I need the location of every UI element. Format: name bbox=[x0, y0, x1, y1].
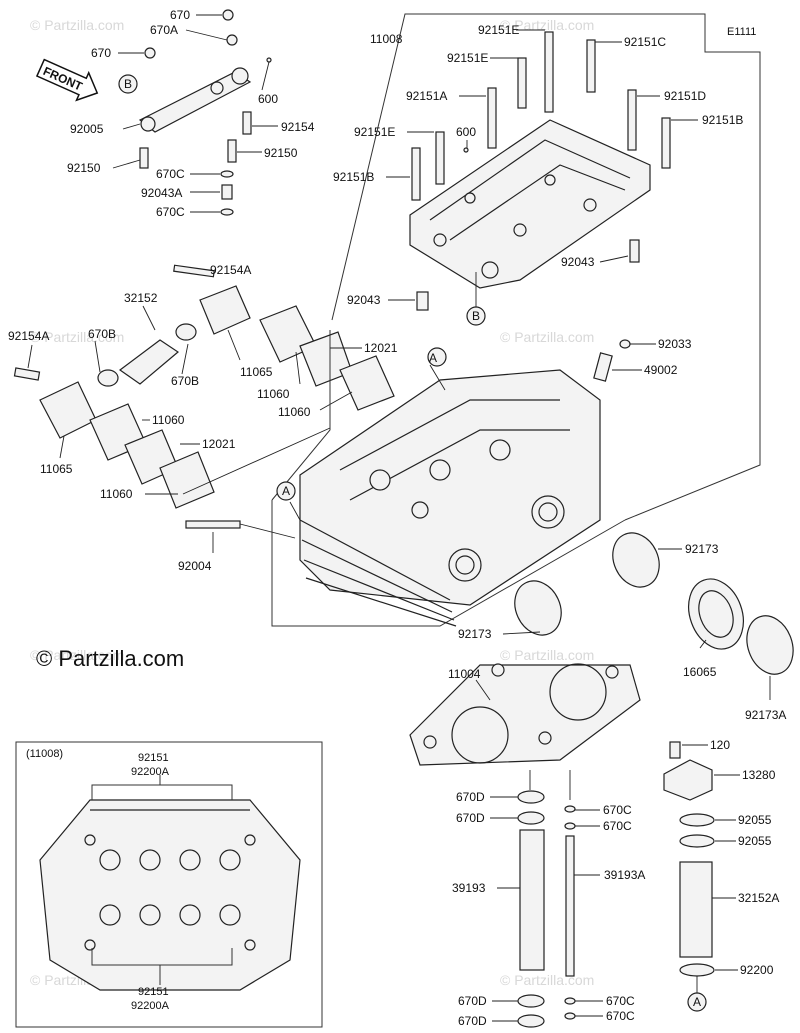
part-label: 11065 bbox=[40, 462, 73, 476]
watermark: © Partzilla.com bbox=[500, 329, 594, 345]
part-label: 92033 bbox=[658, 337, 692, 351]
part-label: 92055 bbox=[738, 813, 772, 827]
part-label: 670D bbox=[458, 1014, 487, 1028]
callout-letter: A bbox=[429, 351, 437, 365]
part-label: 32152A bbox=[738, 891, 779, 905]
callout-letter: B bbox=[124, 77, 132, 91]
part-label: 92005 bbox=[70, 122, 104, 136]
part-label: 92154A bbox=[8, 329, 49, 343]
part-label: 32152 bbox=[124, 291, 158, 305]
inset-panel: (11008) 92151 92200A 92151 92200A bbox=[15, 741, 323, 1028]
part-label: 92200 bbox=[740, 963, 774, 977]
clamps-assembly bbox=[502, 532, 794, 700]
watermark: © Partzilla.com bbox=[500, 17, 594, 33]
oil-pipe-assembly bbox=[112, 9, 278, 216]
inset-label: 92200A bbox=[131, 1000, 170, 1012]
part-label: 92043A bbox=[141, 186, 182, 200]
part-label: 600 bbox=[258, 92, 278, 106]
callout-letter: A bbox=[693, 995, 701, 1009]
watermark: © Partzilla.com bbox=[30, 17, 124, 33]
part-label: 670A bbox=[150, 23, 178, 37]
intake-assembly bbox=[13, 264, 395, 553]
part-label: 670 bbox=[170, 8, 190, 22]
part-label: 12021 bbox=[364, 341, 398, 355]
watermark: © Partzilla.com bbox=[30, 329, 124, 345]
part-label: 670C bbox=[606, 1009, 635, 1023]
part-label: 92151D bbox=[664, 89, 706, 103]
part-label: 39193 bbox=[452, 881, 486, 895]
part-label: 11060 bbox=[100, 487, 133, 501]
part-label: 11060 bbox=[152, 413, 185, 427]
part-label: 670 bbox=[91, 46, 111, 60]
inset-label: 92151 bbox=[138, 986, 169, 998]
part-label: 11008 bbox=[370, 32, 403, 46]
part-label: 670D bbox=[458, 994, 487, 1008]
part-label: 49002 bbox=[644, 363, 678, 377]
copyright-text: © Partzilla.com bbox=[36, 646, 184, 671]
camshaft-holder bbox=[331, 13, 761, 521]
part-label: 92151E bbox=[478, 23, 519, 37]
part-label: 670D bbox=[456, 790, 485, 804]
part-label: 92151B bbox=[702, 113, 743, 127]
part-label: 92154 bbox=[281, 120, 315, 134]
part-label: 92173 bbox=[685, 542, 719, 556]
watermark: © Partzilla.com bbox=[500, 972, 594, 988]
part-label: 92004 bbox=[178, 559, 212, 573]
part-label: 670D bbox=[456, 811, 485, 825]
part-label: 92151B bbox=[333, 170, 374, 184]
part-label: 670B bbox=[88, 327, 116, 341]
part-label: 92173A bbox=[745, 708, 786, 722]
part-label: 13280 bbox=[742, 768, 776, 782]
watermark: © Partzilla.com bbox=[30, 647, 124, 663]
part-label: 92154A bbox=[210, 263, 251, 277]
inset-title: (11008) bbox=[26, 748, 63, 760]
oil-pipes bbox=[490, 770, 603, 1028]
diagram-id: E1111 bbox=[727, 26, 756, 38]
front-arrow-icon: FRONT bbox=[35, 58, 99, 102]
inset-label: 92151 bbox=[138, 752, 169, 764]
part-label: 600 bbox=[456, 125, 476, 139]
part-label: 12021 bbox=[202, 437, 236, 451]
head-gasket bbox=[409, 663, 641, 766]
part-label: 11060 bbox=[257, 387, 290, 401]
callout-letter: B bbox=[472, 309, 480, 323]
cylinder-head bbox=[271, 330, 656, 627]
cap-assembly bbox=[663, 741, 740, 1012]
part-label: 670C bbox=[156, 167, 185, 181]
callout-letter: A bbox=[282, 484, 290, 498]
callouts: A A B B A bbox=[124, 77, 701, 1009]
part-label: 92043 bbox=[561, 255, 595, 269]
part-label: 670C bbox=[603, 803, 632, 817]
inset-label: 92200A bbox=[131, 766, 170, 778]
part-label: 92043 bbox=[347, 293, 381, 307]
part-label: 11065 bbox=[240, 365, 273, 379]
part-label: 16065 bbox=[683, 665, 717, 679]
part-label: 92151E bbox=[447, 51, 488, 65]
part-label: 92151E bbox=[354, 125, 395, 139]
part-label: 92151C bbox=[624, 35, 666, 49]
part-label: 11060 bbox=[278, 405, 311, 419]
part-label: 670C bbox=[603, 819, 632, 833]
part-label: 92150 bbox=[264, 146, 298, 160]
watermark: © Partzilla.com bbox=[500, 647, 594, 663]
part-label: 670C bbox=[606, 994, 635, 1008]
part-label: 92150 bbox=[67, 161, 101, 175]
part-label: 670C bbox=[156, 205, 185, 219]
part-label: 92151A bbox=[406, 89, 447, 103]
part-labels: 670 670A 670 600 92005 92154 92150 670C … bbox=[8, 8, 786, 1028]
part-label: 11004 bbox=[448, 667, 481, 681]
part-label: 92173 bbox=[458, 627, 492, 641]
part-label: 670B bbox=[171, 374, 199, 388]
part-label: 120 bbox=[710, 738, 730, 752]
part-label: 39193A bbox=[604, 868, 645, 882]
part-label: 92055 bbox=[738, 834, 772, 848]
